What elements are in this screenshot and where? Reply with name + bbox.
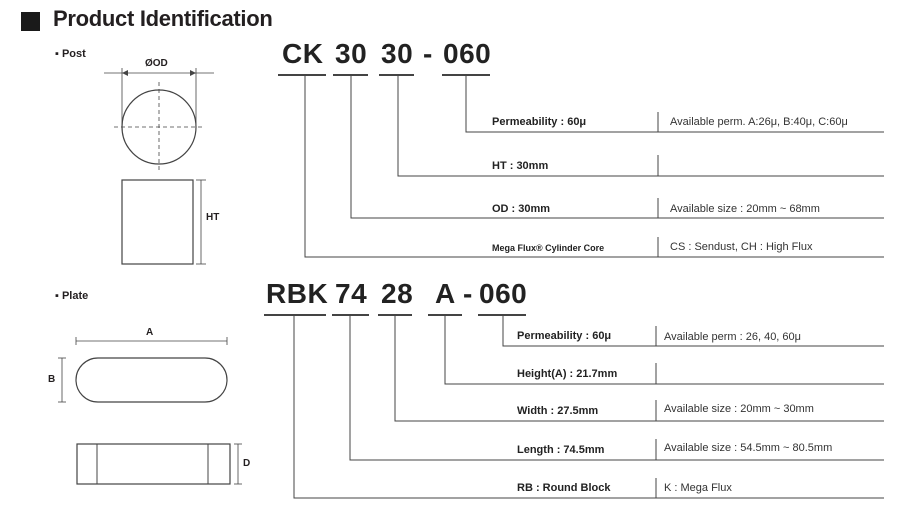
title-marker-icon (21, 12, 40, 31)
plate-a-dim-label: A (146, 327, 154, 338)
plate-row-type-note: K : Mega Flux (664, 482, 732, 494)
post-code-dash: - (423, 38, 433, 69)
post-side-view-rect (121, 179, 194, 265)
plate-row-height-label: Height(A) : 21.7mm (517, 368, 618, 380)
post-code-perm: 060 (443, 38, 492, 69)
plate-code-length: 74 (335, 278, 368, 309)
od-arrow-left (122, 70, 128, 76)
post-leader-ht (397, 75, 884, 177)
post-label-text: Post (61, 48, 86, 60)
post-row-perm-label: Permeability : 60μ (492, 116, 587, 128)
post-row-type-label: Mega Flux® Cylinder Core (492, 243, 605, 253)
plate-row-perm-label: Permeability : 60μ (517, 330, 612, 342)
plate-section-label: ▪ Plate (55, 290, 89, 302)
plate-d-dim-label: D (243, 458, 251, 469)
post-od-dim-label: ØOD (145, 58, 168, 69)
post-leader-od (350, 75, 884, 219)
plate-leader-type (293, 315, 884, 499)
plate-code-height: A (435, 278, 456, 309)
post-row-od-note: Available size : 20mm ~ 68mm (670, 203, 820, 215)
post-row-perm-note: Available perm. A:26μ, B:40μ, C:60μ (670, 116, 848, 128)
post-section-label: ▪ Post (55, 48, 86, 60)
post-code-ht: 30 (381, 38, 414, 69)
od-arrow-right (190, 70, 196, 76)
plate-b-dim-label: B (48, 374, 56, 385)
plate-code-perm: 060 (479, 278, 528, 309)
plate-code-series: RBK (266, 278, 329, 309)
plate-row-length-label: Length : 74.5mm (517, 444, 605, 456)
plate-side-view (76, 443, 231, 485)
post-row-type-note: CS : Sendust, CH : High Flux (670, 241, 813, 253)
post-row-ht-label: HT : 30mm (492, 160, 549, 172)
post-row-od-label: OD : 30mm (492, 203, 551, 215)
plate-code-dash: - (463, 278, 473, 309)
plate-row-width-label: Width : 27.5mm (517, 405, 599, 417)
plate-label-text: Plate (61, 290, 89, 302)
plate-top-view (75, 357, 228, 403)
post-code-series: CK (282, 38, 324, 69)
plate-leader-perm (502, 315, 884, 347)
post-leader-perm (465, 75, 884, 133)
plate-row-length-note: Available size : 54.5mm ~ 80.5mm (664, 442, 833, 454)
post-code-od: 30 (335, 38, 368, 69)
plate-leader-width (394, 315, 884, 422)
plate-code-width: 28 (381, 278, 414, 309)
post-ht-dim-label: HT (206, 212, 220, 223)
post-leader-type (304, 75, 884, 258)
plate-leader-height (444, 315, 884, 385)
plate-row-type-label: RB : Round Block (517, 482, 611, 494)
plate-row-perm-note: Available perm : 26, 40, 60μ (664, 331, 801, 343)
plate-row-width-note: Available size : 20mm ~ 30mm (664, 403, 814, 415)
page-title: Product Identification (53, 6, 273, 31)
plate-leader-length (349, 315, 884, 461)
